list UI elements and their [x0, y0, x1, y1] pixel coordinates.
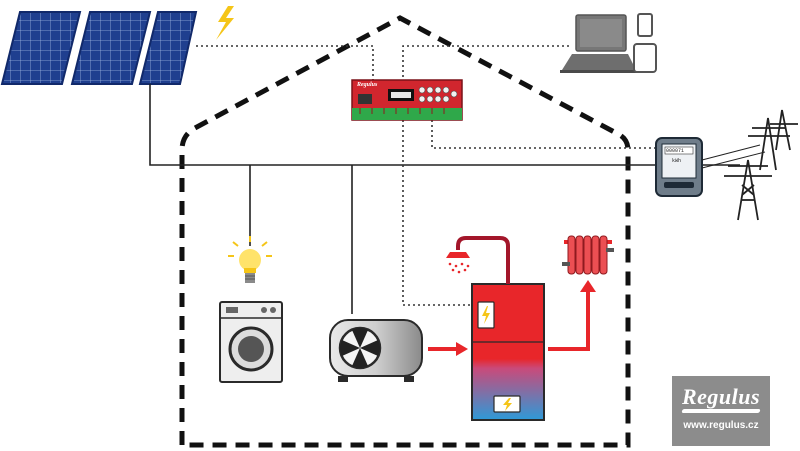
water-tank-icon	[471, 283, 545, 421]
power-wiring	[149, 84, 740, 314]
phone-icon	[637, 13, 653, 37]
heat-pump-icon	[329, 319, 423, 382]
meter-unit: kWh	[672, 158, 682, 164]
controller-brand-label: Regulus	[357, 82, 378, 88]
tablet-icon	[633, 43, 657, 73]
flow-arrow-to-tank	[428, 342, 468, 356]
house-outline	[179, 15, 631, 448]
flow-arrow-to-radiator	[548, 280, 596, 351]
controller-icon	[351, 79, 463, 121]
electricity-meter-icon	[655, 137, 703, 197]
light-bulb-icon	[228, 236, 272, 283]
laptop-icon	[560, 14, 638, 73]
meter-reading: 000071	[666, 148, 685, 154]
brand-name: Regulus	[681, 384, 761, 409]
shower-icon	[446, 252, 470, 274]
brand-website[interactable]: www.regulus.cz	[683, 420, 759, 431]
brand-logo[interactable]: Regulus www.regulus.cz	[672, 376, 770, 446]
logo-swoosh	[681, 409, 761, 413]
washing-machine-icon	[219, 301, 283, 383]
power-pylon-icon	[701, 109, 798, 221]
solar-panel-icon	[0, 11, 198, 85]
hot-water-pipe	[456, 236, 510, 284]
radiator-icon	[562, 235, 614, 275]
lightning-icon	[216, 6, 234, 40]
